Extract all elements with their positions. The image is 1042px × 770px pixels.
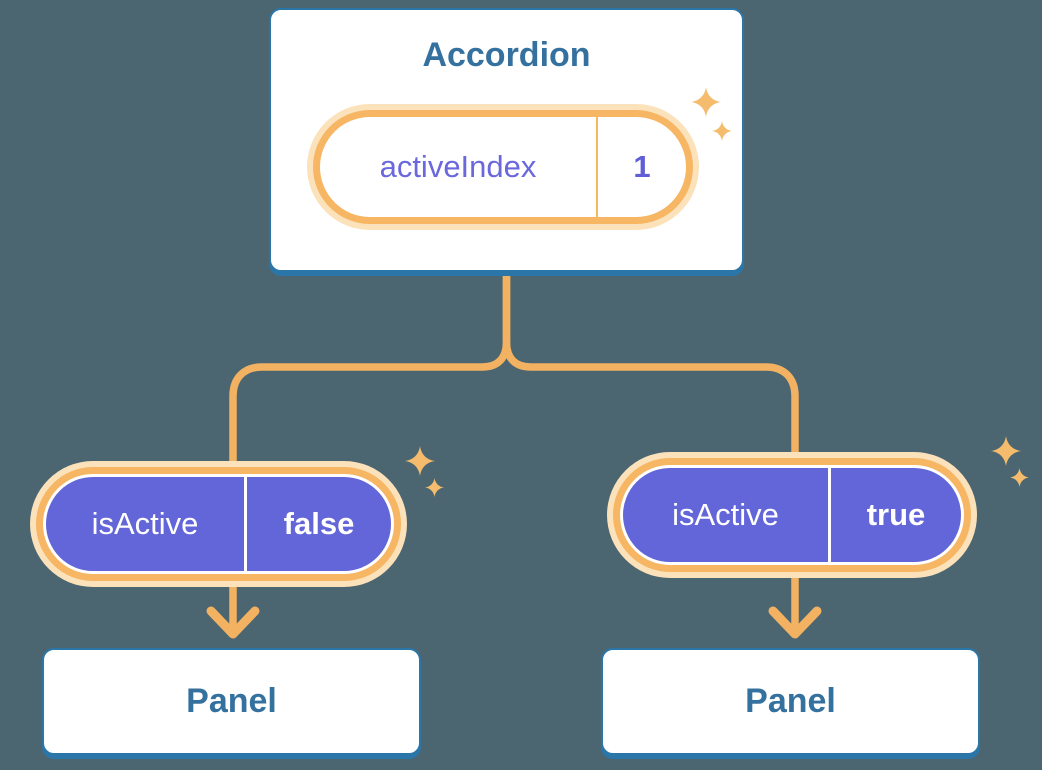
prop-pill-ring: isActive false (36, 467, 401, 581)
sparkle-icon (712, 121, 732, 141)
prop-value: true (866, 497, 926, 532)
arrow-down-icon (768, 606, 822, 639)
pill-divider (828, 468, 831, 562)
sparkle-icon (405, 446, 435, 476)
prop-pill-body: isActive true (620, 465, 964, 565)
prop-value: false (283, 506, 355, 541)
sparkle-icon (991, 436, 1021, 466)
state-pill: activeIndex 1 (307, 104, 699, 230)
panel-title: Panel (745, 682, 836, 720)
prop-pill-isactive-true: isActive true (607, 452, 977, 578)
connector-branch-right (502, 276, 799, 631)
state-pill-body: activeIndex 1 (320, 117, 686, 217)
prop-label: isActive (672, 497, 779, 532)
sparkle-icon (1010, 468, 1029, 487)
state-value: 1 (633, 149, 651, 184)
arrow-down-icon (206, 606, 260, 639)
pill-divider (596, 117, 598, 217)
panel-box-right: Panel (601, 648, 980, 755)
panel-box-left: Panel (42, 648, 421, 755)
state-label: activeIndex (379, 149, 537, 184)
prop-pill-isactive-false: isActive false (30, 461, 407, 587)
prop-label: isActive (91, 506, 199, 541)
panel-title: Panel (186, 682, 277, 720)
state-pill-ring: activeIndex 1 (313, 110, 693, 224)
prop-pill-body: isActive false (43, 474, 394, 574)
sparkle-icon (425, 478, 444, 497)
pill-divider (244, 477, 247, 571)
prop-pill-ring: isActive true (613, 458, 971, 572)
accordion-title: Accordion (422, 36, 591, 74)
accordion-box: Accordion activeIndex 1 (269, 8, 744, 272)
sparkle-icon (691, 87, 721, 117)
